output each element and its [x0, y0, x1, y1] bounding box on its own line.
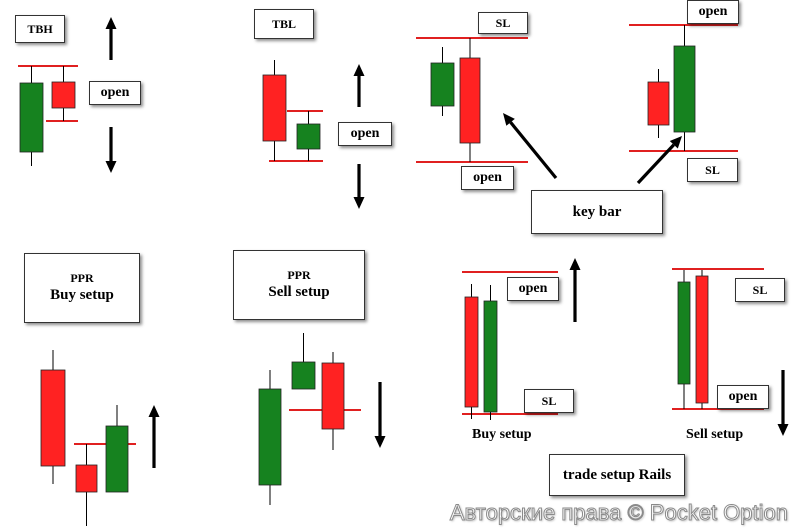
rails-open-sell: open [717, 385, 769, 409]
keybar-candle-4 [673, 45, 696, 133]
ppr-buy-candle-1 [40, 369, 66, 467]
rails-buy-caption: Buy setup [472, 427, 532, 442]
tbh-down-arrow-head [105, 161, 117, 173]
ppr-buy-candle-3 [105, 425, 129, 493]
keybar-candle-1 [430, 62, 455, 107]
keybar-open-bottom: open [461, 166, 514, 190]
copyright-watermark: Авторские права © Pocket Option [449, 500, 788, 526]
rails-title: trade setup Rails [549, 454, 685, 496]
ppr-sell-candle-2 [291, 361, 316, 390]
keybar-arrow-right-shaft [636, 143, 675, 185]
rails-buy-up-arrow-head [569, 258, 581, 270]
keybar-candle-3 [647, 81, 670, 126]
keybar-candle-2 [459, 57, 481, 144]
rails-sell-candle-1 [677, 281, 691, 385]
ppr-buy-candle-2 [75, 464, 98, 493]
rails-buy-candle-1 [464, 296, 479, 408]
keybar-sl-bottom: SL [687, 158, 738, 182]
ppr-sell-title: PPR Sell setup [233, 250, 365, 320]
tbl-candle-1 [262, 74, 287, 142]
tbh-up-arrow-head [105, 17, 117, 29]
ppr-sell-down-arrow-head [374, 436, 386, 448]
ppr-sell-candle-3 [321, 362, 345, 430]
rails-sl-buy: SL [524, 389, 574, 413]
keybar-arrow-left-shaft [509, 121, 558, 180]
tbl-candle-2 [296, 123, 321, 150]
keybar-arrow-left-head [503, 113, 515, 126]
ppr-sell-line1: PPR [287, 268, 311, 283]
keybar-arrow-right-head [669, 136, 682, 149]
tbl-down-arrow-head [353, 197, 365, 209]
tbl-title: TBL [254, 9, 314, 39]
rails-sell-candle-2 [695, 275, 709, 404]
tbh-candle-1 [19, 82, 44, 153]
keybar-sl-top: SL [478, 12, 528, 34]
tbh-candle-2 [51, 81, 76, 109]
rails-sell-down-arrow-head [777, 424, 789, 436]
tbh-title: TBH [15, 15, 65, 43]
keybar-open-top: open [687, 0, 739, 24]
ppr-buy-line2: Buy setup [50, 287, 114, 304]
ppr-buy-up-arrow-head [148, 405, 160, 417]
rails-buy-candle-2 [483, 300, 498, 413]
tbl-open-label: open [338, 122, 392, 146]
rails-sell-caption: Sell setup [686, 427, 744, 442]
tbh-open-label: open [89, 81, 141, 105]
ppr-sell-candle-1 [258, 388, 282, 486]
ppr-buy-line1: PPR [70, 271, 94, 286]
keybar-title: key bar [531, 190, 663, 234]
rails-sl-sell: SL [735, 278, 785, 302]
ppr-buy-title: PPR Buy setup [24, 253, 140, 323]
ppr-sell-line2: Sell setup [268, 284, 330, 301]
tbl-up-arrow-head [353, 64, 365, 76]
rails-open-buy: open [507, 277, 559, 301]
